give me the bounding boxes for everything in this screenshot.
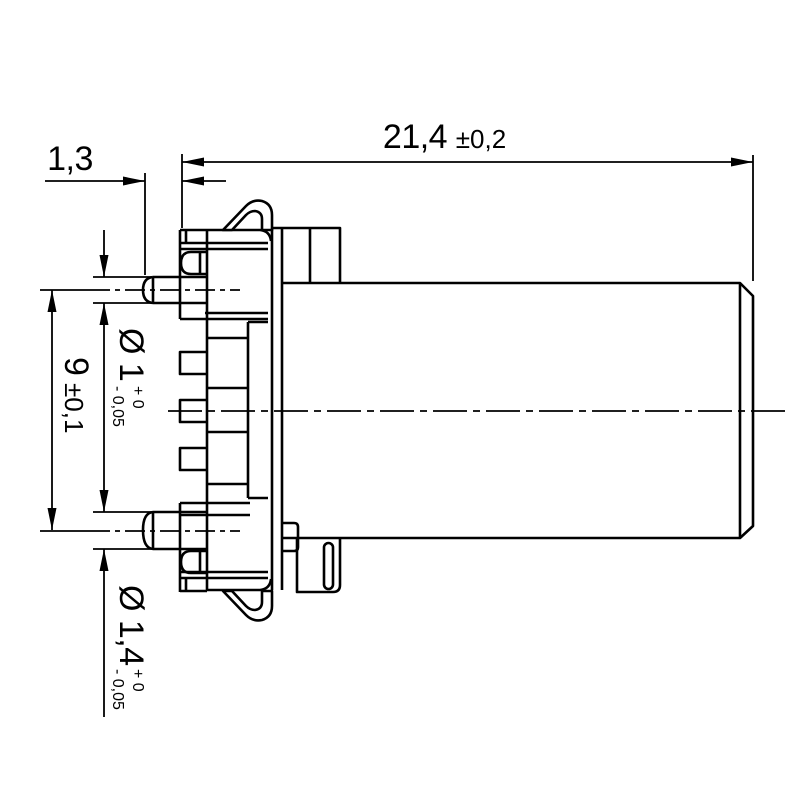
top-block <box>272 226 342 283</box>
dimension-pin-pitch: 9 ±0,1 <box>40 289 95 532</box>
arrowhead-left <box>182 157 204 167</box>
arrowhead-up <box>47 290 57 312</box>
dimension-pin-protrusion: 1,3 <box>45 140 226 275</box>
dimension-pin-diameter-small: Ø 1 + 0 - 0,05 <box>93 230 160 512</box>
bottom-retaining-hook <box>221 589 274 622</box>
arrowhead-down <box>99 490 109 512</box>
dim-total-length-value: 21,4 <box>383 118 447 156</box>
housing-top-edge <box>207 228 273 242</box>
dim-pin-protrusion-value: 1,3 <box>47 140 93 178</box>
bottom-block-slot <box>322 541 335 591</box>
dim-total-length-tolerance: ±0,2 <box>456 124 506 154</box>
arrowhead-down <box>47 508 57 530</box>
dimension-total-length: 21,4 ±0,2 <box>181 118 754 281</box>
arrowhead-up <box>99 549 109 571</box>
top-pocket <box>179 250 207 276</box>
barrel-outline <box>282 281 755 540</box>
dim-pin-pitch-tolerance: ±0,1 <box>59 383 89 433</box>
arrowhead-down <box>99 255 109 277</box>
arrowhead-up <box>99 303 109 325</box>
bottom-pocket <box>179 549 207 575</box>
centerlines <box>90 289 789 532</box>
bottom-pin-cap <box>141 510 154 551</box>
top-retaining-hook <box>221 199 274 232</box>
dimension-pin-diameter-large: Ø 1,4 + 0 - 0,05 <box>93 490 172 717</box>
bottom-stub <box>282 521 300 553</box>
arrowhead-left-pointing <box>182 176 204 186</box>
dim-pin-diameter-large-value: Ø 1,4 <box>112 585 150 666</box>
arrowhead-right <box>731 157 753 167</box>
top-pin-cap <box>141 275 154 305</box>
dim-pin-pitch-value: 9 <box>57 357 95 375</box>
dim-pin-diameter-large-tol-minus: - 0,05 <box>109 669 126 710</box>
housing-bottom-edge <box>207 578 273 592</box>
keying-lug-2 <box>178 398 207 424</box>
dim-pin-diameter-small-tol-minus: - 0,05 <box>109 386 126 427</box>
keying-lug-1 <box>178 350 207 376</box>
arrowhead-right-pointing <box>123 176 145 186</box>
top-pin <box>141 275 207 305</box>
keying-lug-3 <box>178 446 207 472</box>
bottom-block <box>295 538 342 594</box>
dim-pin-diameter-small-value: Ø 1 <box>112 328 150 381</box>
dim-pin-diameter-large-tol-plus: + 0 <box>129 669 146 692</box>
dim-pin-diameter-small-tol-plus: + 0 <box>129 386 146 409</box>
connector-body <box>141 226 755 594</box>
